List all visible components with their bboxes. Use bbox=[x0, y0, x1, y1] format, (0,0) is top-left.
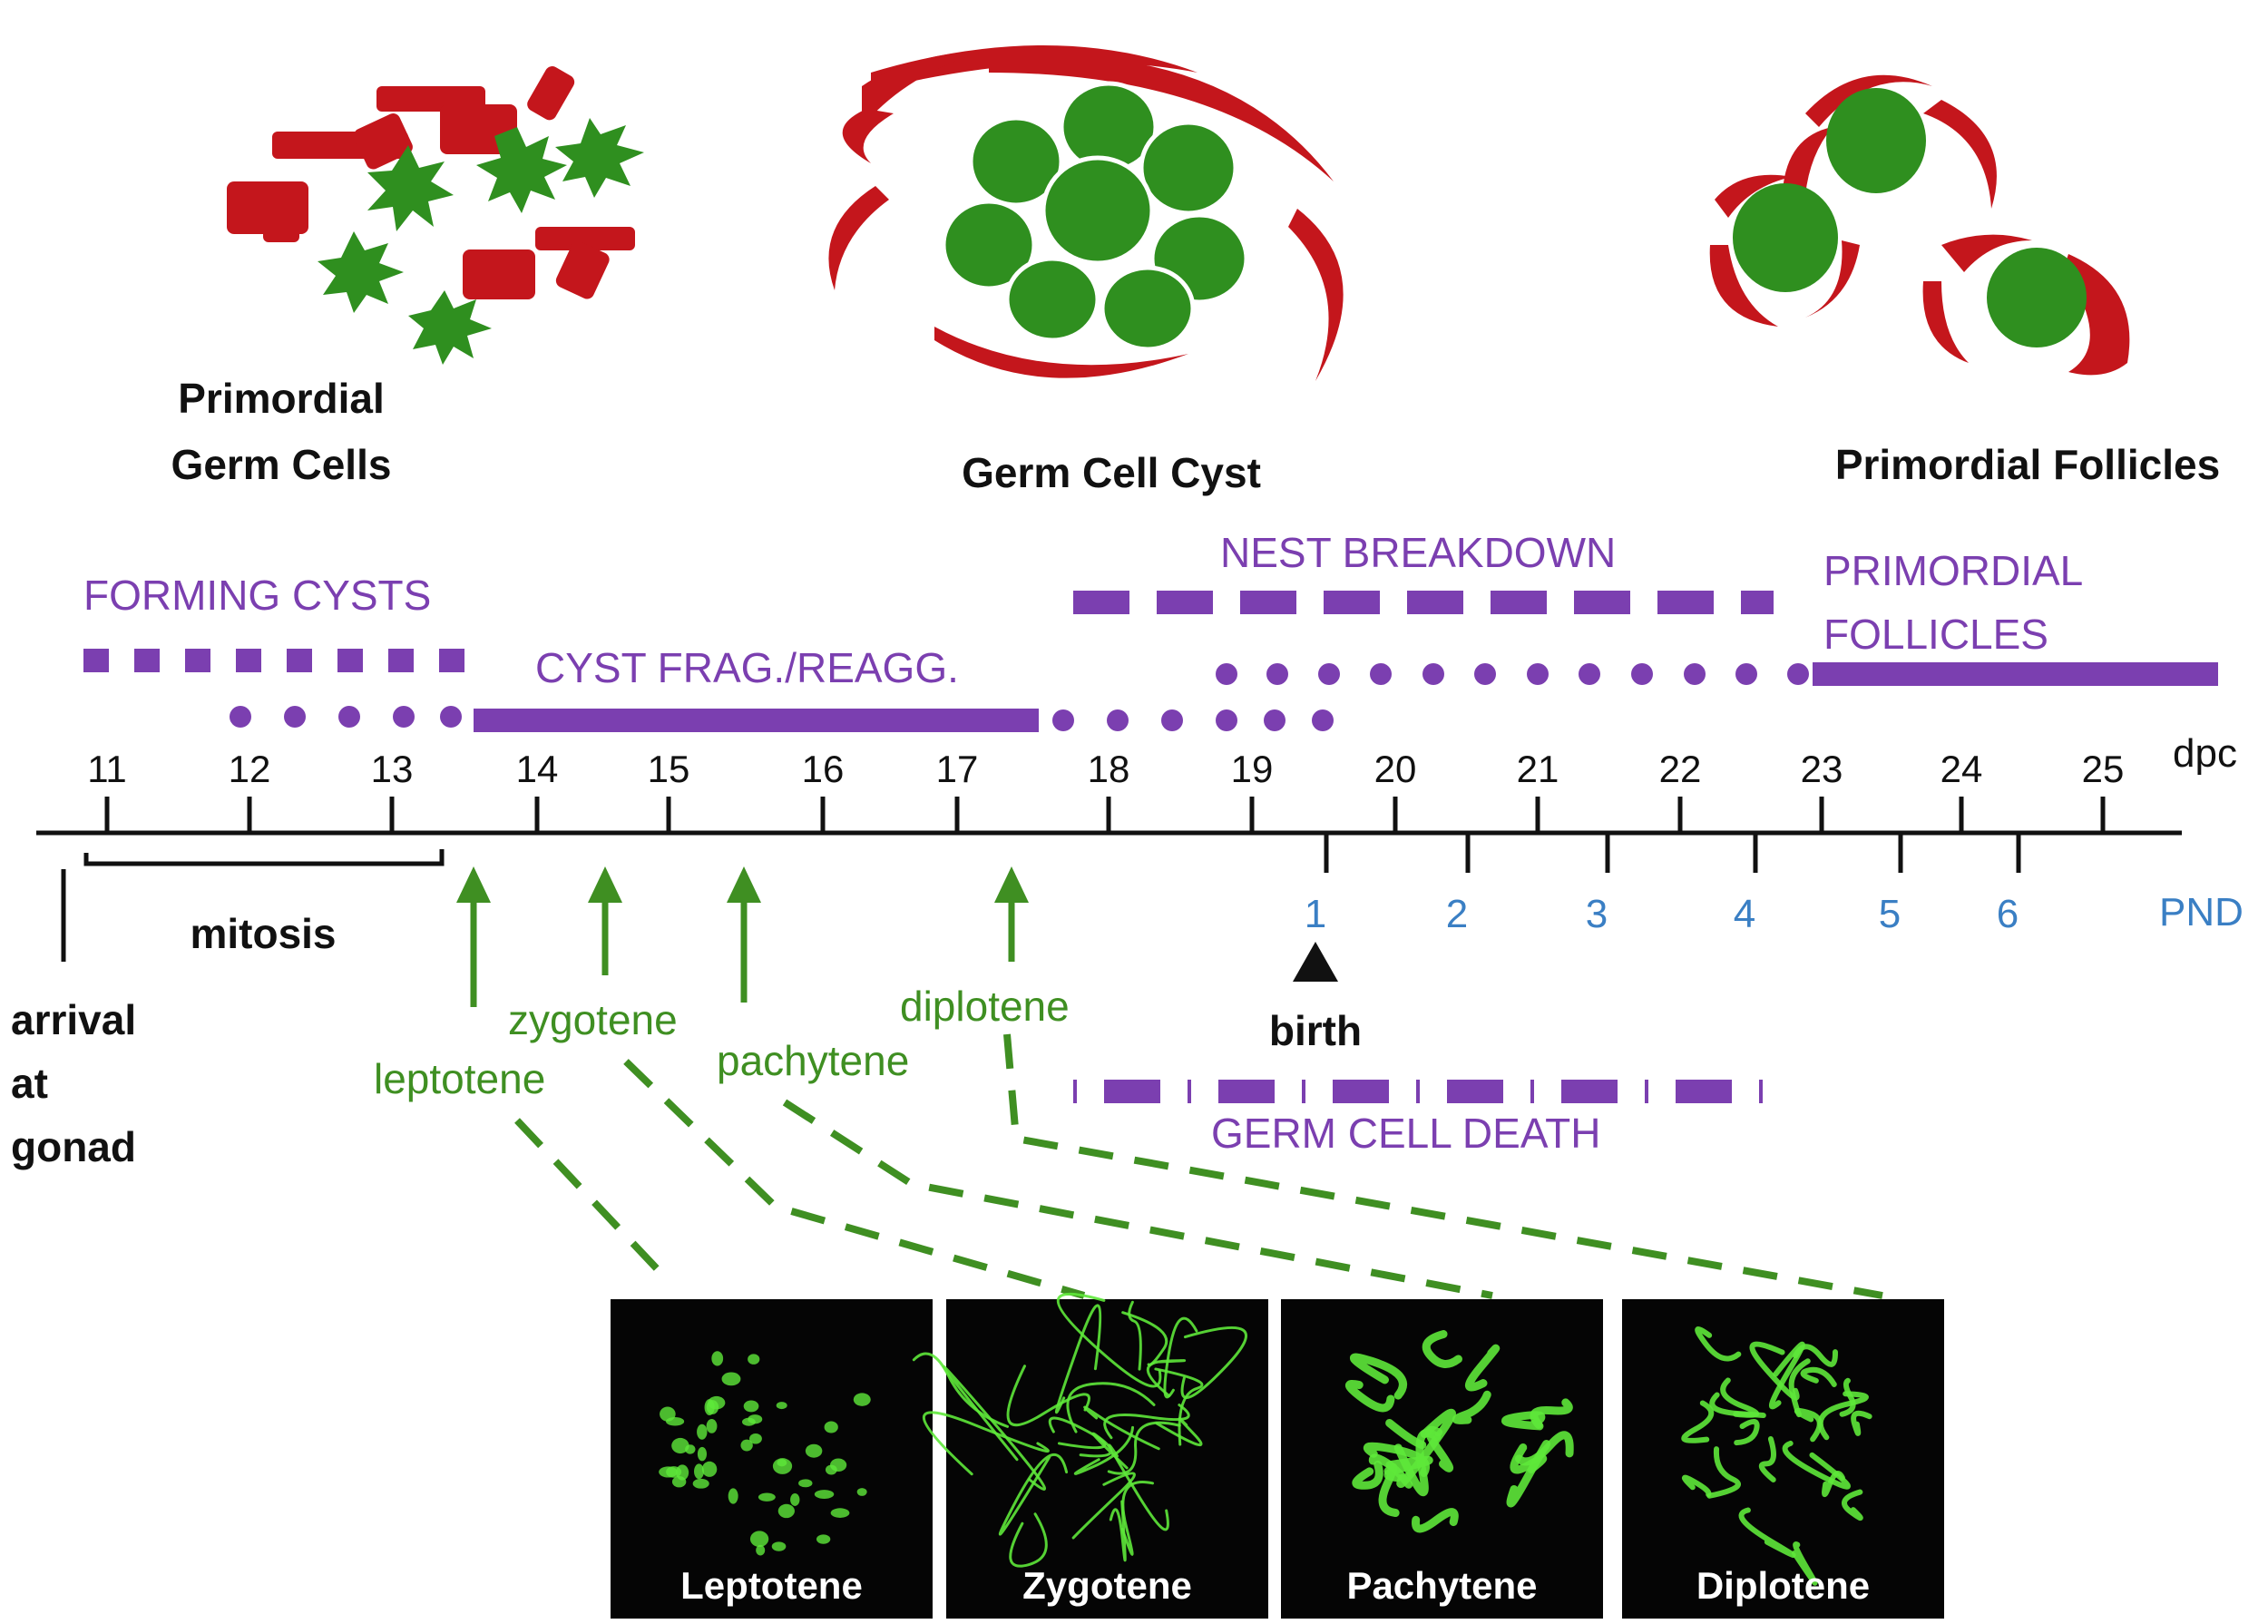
germ-cell-cyst-illustration bbox=[828, 45, 1344, 381]
dpc-tick-label: 13 bbox=[371, 748, 414, 790]
primordial-germ-cells-illustration bbox=[227, 66, 635, 299]
birth-marker-triangle bbox=[1293, 942, 1338, 982]
birth-label: birth bbox=[1269, 1007, 1362, 1054]
dpc-tick-label: 16 bbox=[802, 748, 845, 790]
zygotene-label: zygotene bbox=[508, 996, 678, 1043]
pnd-tick-label: 6 bbox=[1997, 892, 2019, 936]
primordial-follicles-process-line2: FOLLICLES bbox=[1823, 611, 2048, 658]
arrival-label-line2: at bbox=[11, 1060, 48, 1107]
micrograph-zygotene: Zygotene bbox=[912, 1292, 1268, 1619]
micrograph-connectors bbox=[514, 1033, 1883, 1299]
pgc-label-line2: Germ Cells bbox=[171, 441, 392, 488]
dpc-tick-label: 11 bbox=[87, 748, 127, 790]
meiosis-arrows bbox=[456, 866, 1029, 1007]
nest-breakdown-dots bbox=[1216, 663, 1809, 685]
primordial-germ-cell-stars bbox=[318, 118, 644, 365]
arrival-label-line3: gonad bbox=[11, 1123, 136, 1170]
pnd-ticks: 1 2 3 4 5 6 bbox=[1305, 833, 2021, 936]
primordial-follicles-process-line1: PRIMORDIAL bbox=[1823, 547, 2083, 594]
dpc-tick-label: 14 bbox=[516, 748, 559, 790]
cyst-frag-label: CYST FRAG./REAGG. bbox=[535, 644, 959, 691]
pachytene-label: pachytene bbox=[717, 1037, 909, 1084]
nest-breakdown-label: NEST BREAKDOWN bbox=[1220, 529, 1616, 576]
mitosis-label: mitosis bbox=[190, 910, 336, 957]
dpc-unit-label: dpc bbox=[2173, 731, 2237, 776]
pnd-tick-label: 1 bbox=[1305, 892, 1326, 936]
arrival-label-line1: arrival bbox=[11, 996, 136, 1043]
micrograph-panels: Leptotene Zygotene Pachytene Diplotene bbox=[611, 1292, 1944, 1619]
primordial-follicles-illustration bbox=[1709, 74, 2130, 376]
cyst-frag-dots-before bbox=[230, 706, 462, 728]
micrograph-label: Zygotene bbox=[1022, 1564, 1192, 1607]
pnd-tick-label: 3 bbox=[1586, 892, 1608, 936]
dpc-tick-label: 24 bbox=[1941, 748, 1983, 790]
pnd-tick-label: 5 bbox=[1879, 892, 1901, 936]
leptotene-label: leptotene bbox=[374, 1055, 545, 1102]
dpc-tick-label: 15 bbox=[648, 748, 690, 790]
micrograph-label: Diplotene bbox=[1696, 1564, 1870, 1607]
pnd-tick-label: 4 bbox=[1734, 892, 1755, 936]
dpc-tick-label: 21 bbox=[1517, 748, 1559, 790]
dpc-ticks: 11 12 13 14 15 16 17 18 19 20 21 22 23 24 25 bbox=[87, 748, 2124, 833]
forming-cysts-label: FORMING CYSTS bbox=[83, 572, 431, 619]
diplotene-label: diplotene bbox=[900, 983, 1070, 1030]
cyst-frag-dots-after bbox=[1052, 709, 1334, 731]
dpc-tick-label: 23 bbox=[1801, 748, 1843, 790]
micrograph-pachytene: Pachytene bbox=[1281, 1299, 1603, 1619]
mitosis-bracket bbox=[83, 849, 445, 866]
pnd-unit-label: PND bbox=[2159, 890, 2244, 934]
dpc-tick-label: 22 bbox=[1659, 748, 1702, 790]
cyst-label: Germ Cell Cyst bbox=[962, 449, 1261, 496]
micrograph-leptotene: Leptotene bbox=[611, 1299, 933, 1619]
dpc-tick-label: 12 bbox=[229, 748, 271, 790]
dpc-tick-label: 25 bbox=[2082, 748, 2125, 790]
dpc-tick-label: 19 bbox=[1231, 748, 1274, 790]
dpc-tick-label: 20 bbox=[1374, 748, 1417, 790]
dpc-tick-label: 18 bbox=[1088, 748, 1130, 790]
pnd-tick-label: 2 bbox=[1446, 892, 1468, 936]
micrograph-label: Leptotene bbox=[680, 1564, 863, 1607]
follicles-label: Primordial Follicles bbox=[1835, 441, 2220, 488]
micrograph-diplotene: Diplotene bbox=[1622, 1299, 1944, 1619]
pgc-label-line1: Primordial bbox=[178, 375, 385, 422]
dpc-tick-label: 17 bbox=[936, 748, 979, 790]
germ-cell-death-label: GERM CELL DEATH bbox=[1211, 1110, 1600, 1157]
micrograph-label: Pachytene bbox=[1346, 1564, 1537, 1607]
